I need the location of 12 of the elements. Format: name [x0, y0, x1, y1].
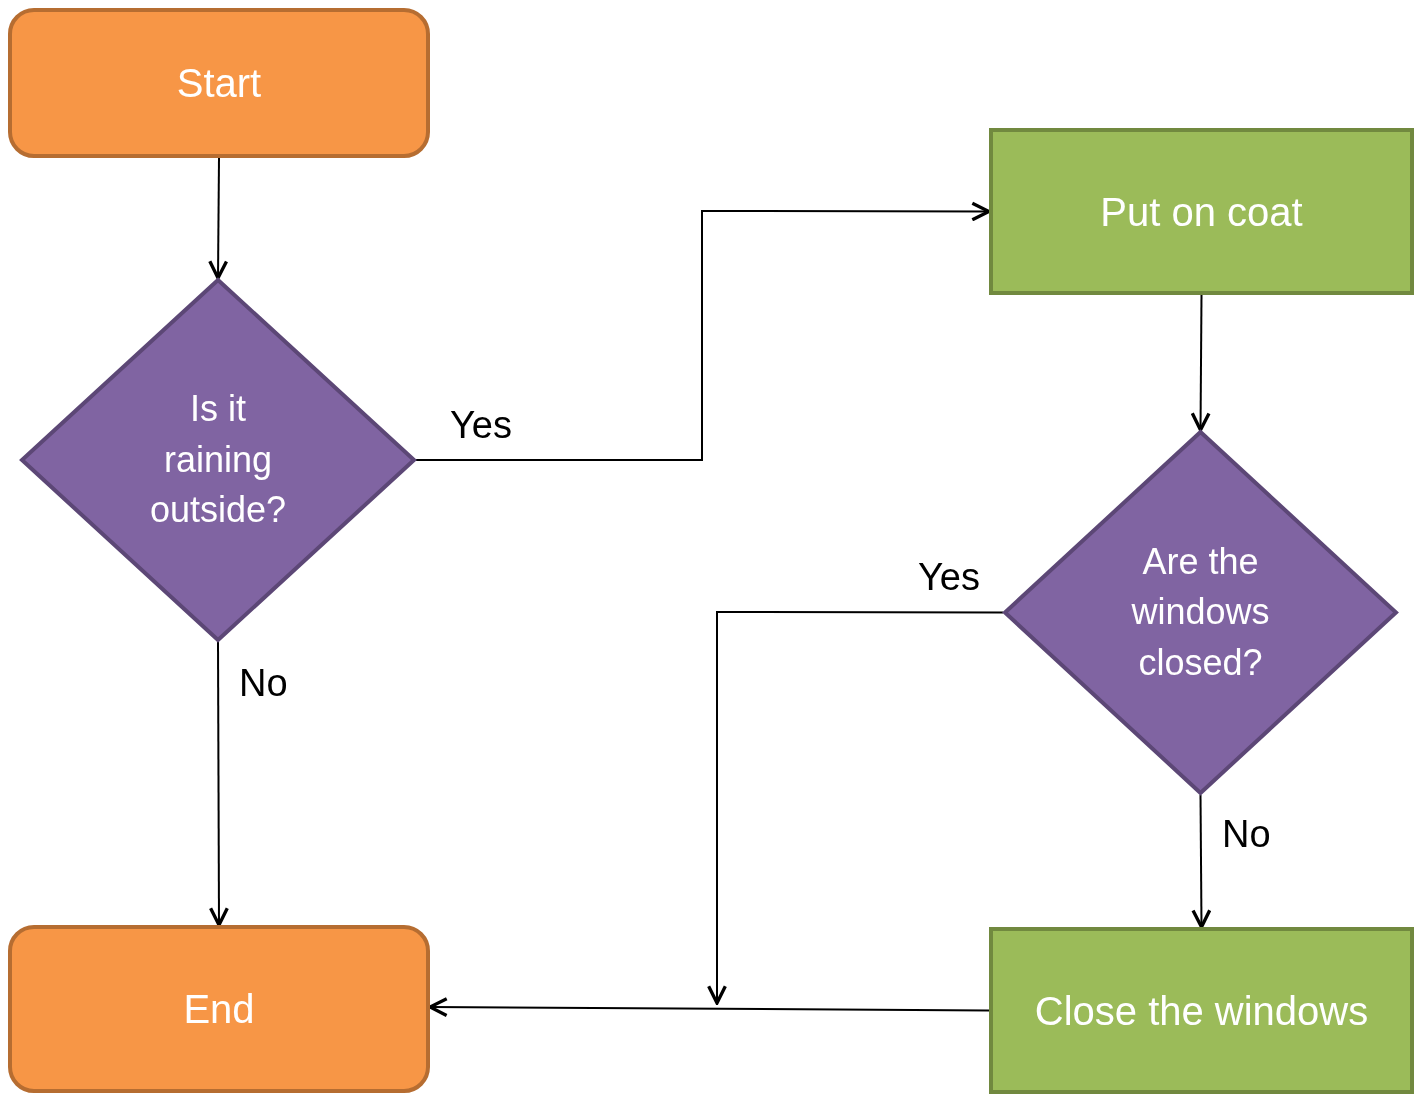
- arrow: [208, 157, 229, 280]
- node-label: Start: [176, 60, 262, 107]
- node-label: Are the windows closed?: [1130, 539, 1271, 685]
- arrow: [1191, 794, 1212, 929]
- node-label: Put on coat: [1100, 188, 1303, 236]
- arrow: [208, 641, 229, 927]
- node-label: Is it raining outside?: [148, 387, 288, 533]
- arrow: [707, 611, 1004, 1005]
- node-label: Close the windows: [1034, 987, 1369, 1035]
- arrow: [415, 201, 991, 461]
- node-label: End: [183, 986, 255, 1033]
- arrow: [1190, 294, 1211, 432]
